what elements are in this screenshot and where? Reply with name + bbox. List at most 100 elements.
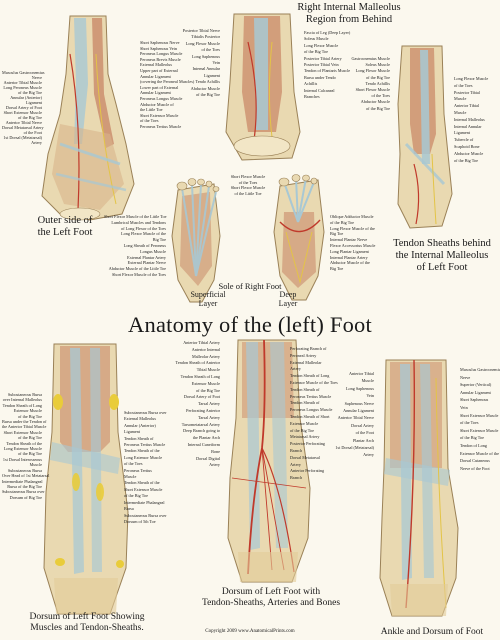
anatomy-label: Extensor Muscle [290, 420, 319, 426]
anatomy-label: of the Foot [355, 430, 374, 436]
anatomy-label: External Plantar Artery [127, 254, 166, 260]
anatomy-label: of the Little Toe [234, 190, 262, 196]
anatomy-label: Extensor Muscle [13, 408, 42, 414]
anatomy-label: Tendon Sheath of Long [2, 402, 42, 408]
anatomy-label: Nerve [460, 374, 471, 380]
anatomy-label: Subcutaneous Bursa [7, 467, 42, 473]
anatomy-label: External Malleolar [290, 359, 322, 365]
anatomy-label: Extensor Muscle of the Toes [460, 450, 500, 456]
anatomy-label: Tarsal Artery [198, 401, 220, 407]
anatomy-label: Peroneus Longus Muscle [140, 95, 183, 101]
anatomy-label: Bursa of the Big Toe [7, 483, 42, 489]
anatomy-label: External Plantar Nerve [127, 260, 166, 266]
anatomy-label: Dorsal Digital [196, 455, 220, 461]
anatomy-label: Short Extensor Muscle [460, 427, 499, 433]
anatomy-label: Muscle [454, 96, 467, 102]
anatomy-label: Peroneus Longus Muscle [140, 51, 183, 57]
anatomy-label: Tendon of Plantaris Muscle [304, 68, 351, 74]
anatomy-label: Intermediate Phalangeal [124, 499, 165, 505]
anatomy-label: Scaphoid Bone [454, 143, 480, 149]
copyright-notice: Copyright 2009 www.AnatomicalPrints.com [205, 629, 295, 634]
anatomy-label: Peroneus Tertius Muscle [124, 442, 166, 448]
anatomy-label: Short Flexor Muscle [230, 185, 266, 190]
anatomy-label: of the Toes [460, 420, 479, 426]
anatomy-label: Subcutaneous Bursa over [124, 512, 167, 518]
anatomy-label: Malleolar Artery [191, 353, 220, 359]
anatomy-label: Ligament [25, 100, 42, 105]
anatomy-label: Long Plantar Ligament [330, 248, 369, 254]
anatomy-label: Long Flexor Muscle [185, 40, 220, 46]
anatomy-label: Vein [460, 404, 468, 410]
anatomy-label: Branch [290, 447, 303, 453]
anatomy-label: the Plantar Arch [192, 435, 220, 441]
anatomy-label: Long Flexor Muscle [355, 68, 390, 74]
anatomy-label: Artery [209, 462, 220, 468]
anatomy-label: Tendon Sheath of Long [290, 373, 330, 379]
anatomy-label: of the Toes [124, 461, 143, 467]
anatomy-label: Artery [290, 366, 301, 372]
anatomy-label: Peroneus Brevis Muscle [140, 56, 181, 62]
anatomy-label: Internal Plantar Nerve [330, 237, 368, 243]
anatomy-label: Muscle [454, 109, 467, 115]
anatomy-label: Peroneus Longus Muscle [290, 407, 333, 413]
anatomy-label: Short Extensor Muscle [460, 412, 499, 418]
anatomy-label: Branch [290, 475, 303, 481]
illustration-sole-deep [273, 174, 325, 301]
anatomy-label: of the Big Toe [124, 493, 148, 499]
anatomy-label: Tendon Sheath of Long [180, 373, 220, 379]
anatomy-label: 1st Dorsal (Metatarsal) [335, 445, 374, 451]
anatomy-label: Vein [366, 393, 374, 399]
anatomy-label: Long Flexor Muscle of the [330, 225, 375, 231]
anatomy-label: Dorsal Artery [351, 422, 374, 428]
anatomy-label: Ligament [203, 72, 220, 78]
anatomy-label: of the Toes [454, 82, 473, 88]
anatomy-label: Short Flexor Muscle of the Toes [112, 271, 166, 277]
anatomy-label: Internal Annular [192, 66, 220, 72]
anatomy-label: Abductor Muscle of the Little Toe [108, 266, 166, 272]
anatomy-label: Muscle [124, 474, 137, 480]
anatomy-label: Anterior Tibial Nerve [5, 120, 42, 125]
anatomy-label: Tibial Muscle [196, 367, 220, 373]
anatomy-label: Posterior Tibial Artery [304, 55, 342, 61]
anatomy-label: Lumbrical Muscles and Tendons [111, 219, 166, 225]
anatomy-label: Short Saphenous Nerve [140, 40, 180, 45]
anatomy-label: of the Big Toe [196, 92, 220, 98]
anatomy-label: of the Big Toe [18, 90, 42, 95]
anatomy-label: Dorsal Metatarsal [290, 454, 320, 460]
anatomy-label: Long Peroneus Muscle [3, 85, 42, 90]
anatomy-label: Deep Branch going to [183, 428, 220, 434]
anatomy-label: Posterior Tibial [454, 89, 480, 95]
anatomy-label: Tendon of Long [460, 442, 487, 448]
anatomy-label: Extensor Muscle [191, 380, 220, 386]
anatomy-label: Intermediate Phalangeal [2, 478, 43, 484]
anatomy-label: Nerve [31, 75, 42, 80]
anatomy-label: Longus Muscle [140, 248, 166, 254]
anatomy-label: Bursa under Tendo [304, 74, 336, 80]
anatomy-label: Lower part of External [140, 84, 179, 90]
anatomy-label: of Long Flexor of the Toes [121, 225, 166, 231]
anatomy-label: Peroneus Tertius Muscle [140, 123, 182, 129]
anatomy-label: Vein [212, 60, 220, 66]
anatomy-label: Abductor Muscle [360, 99, 390, 105]
anatomy-label: Internal Plantar Artery [330, 254, 368, 260]
anatomy-label: External Malleolus [124, 416, 156, 422]
anatomy-label: Soleus Muscle [304, 36, 329, 42]
anatomy-label: Peroneal Artery [290, 352, 317, 358]
anatomy-label: Short Extensor Muscle [140, 112, 179, 118]
anatomy-label: of the Big Toe [18, 435, 42, 441]
anatomy-label: of the Big Toe [18, 413, 42, 419]
anatomy-label: of the Toes [371, 93, 390, 99]
anatomy-label: Bone [211, 448, 220, 454]
anatomy-label: Muscle [29, 462, 42, 468]
anatomy-label: Annular Ligament [140, 90, 171, 96]
anatomy-label: Tendon Sheath of [290, 400, 320, 406]
